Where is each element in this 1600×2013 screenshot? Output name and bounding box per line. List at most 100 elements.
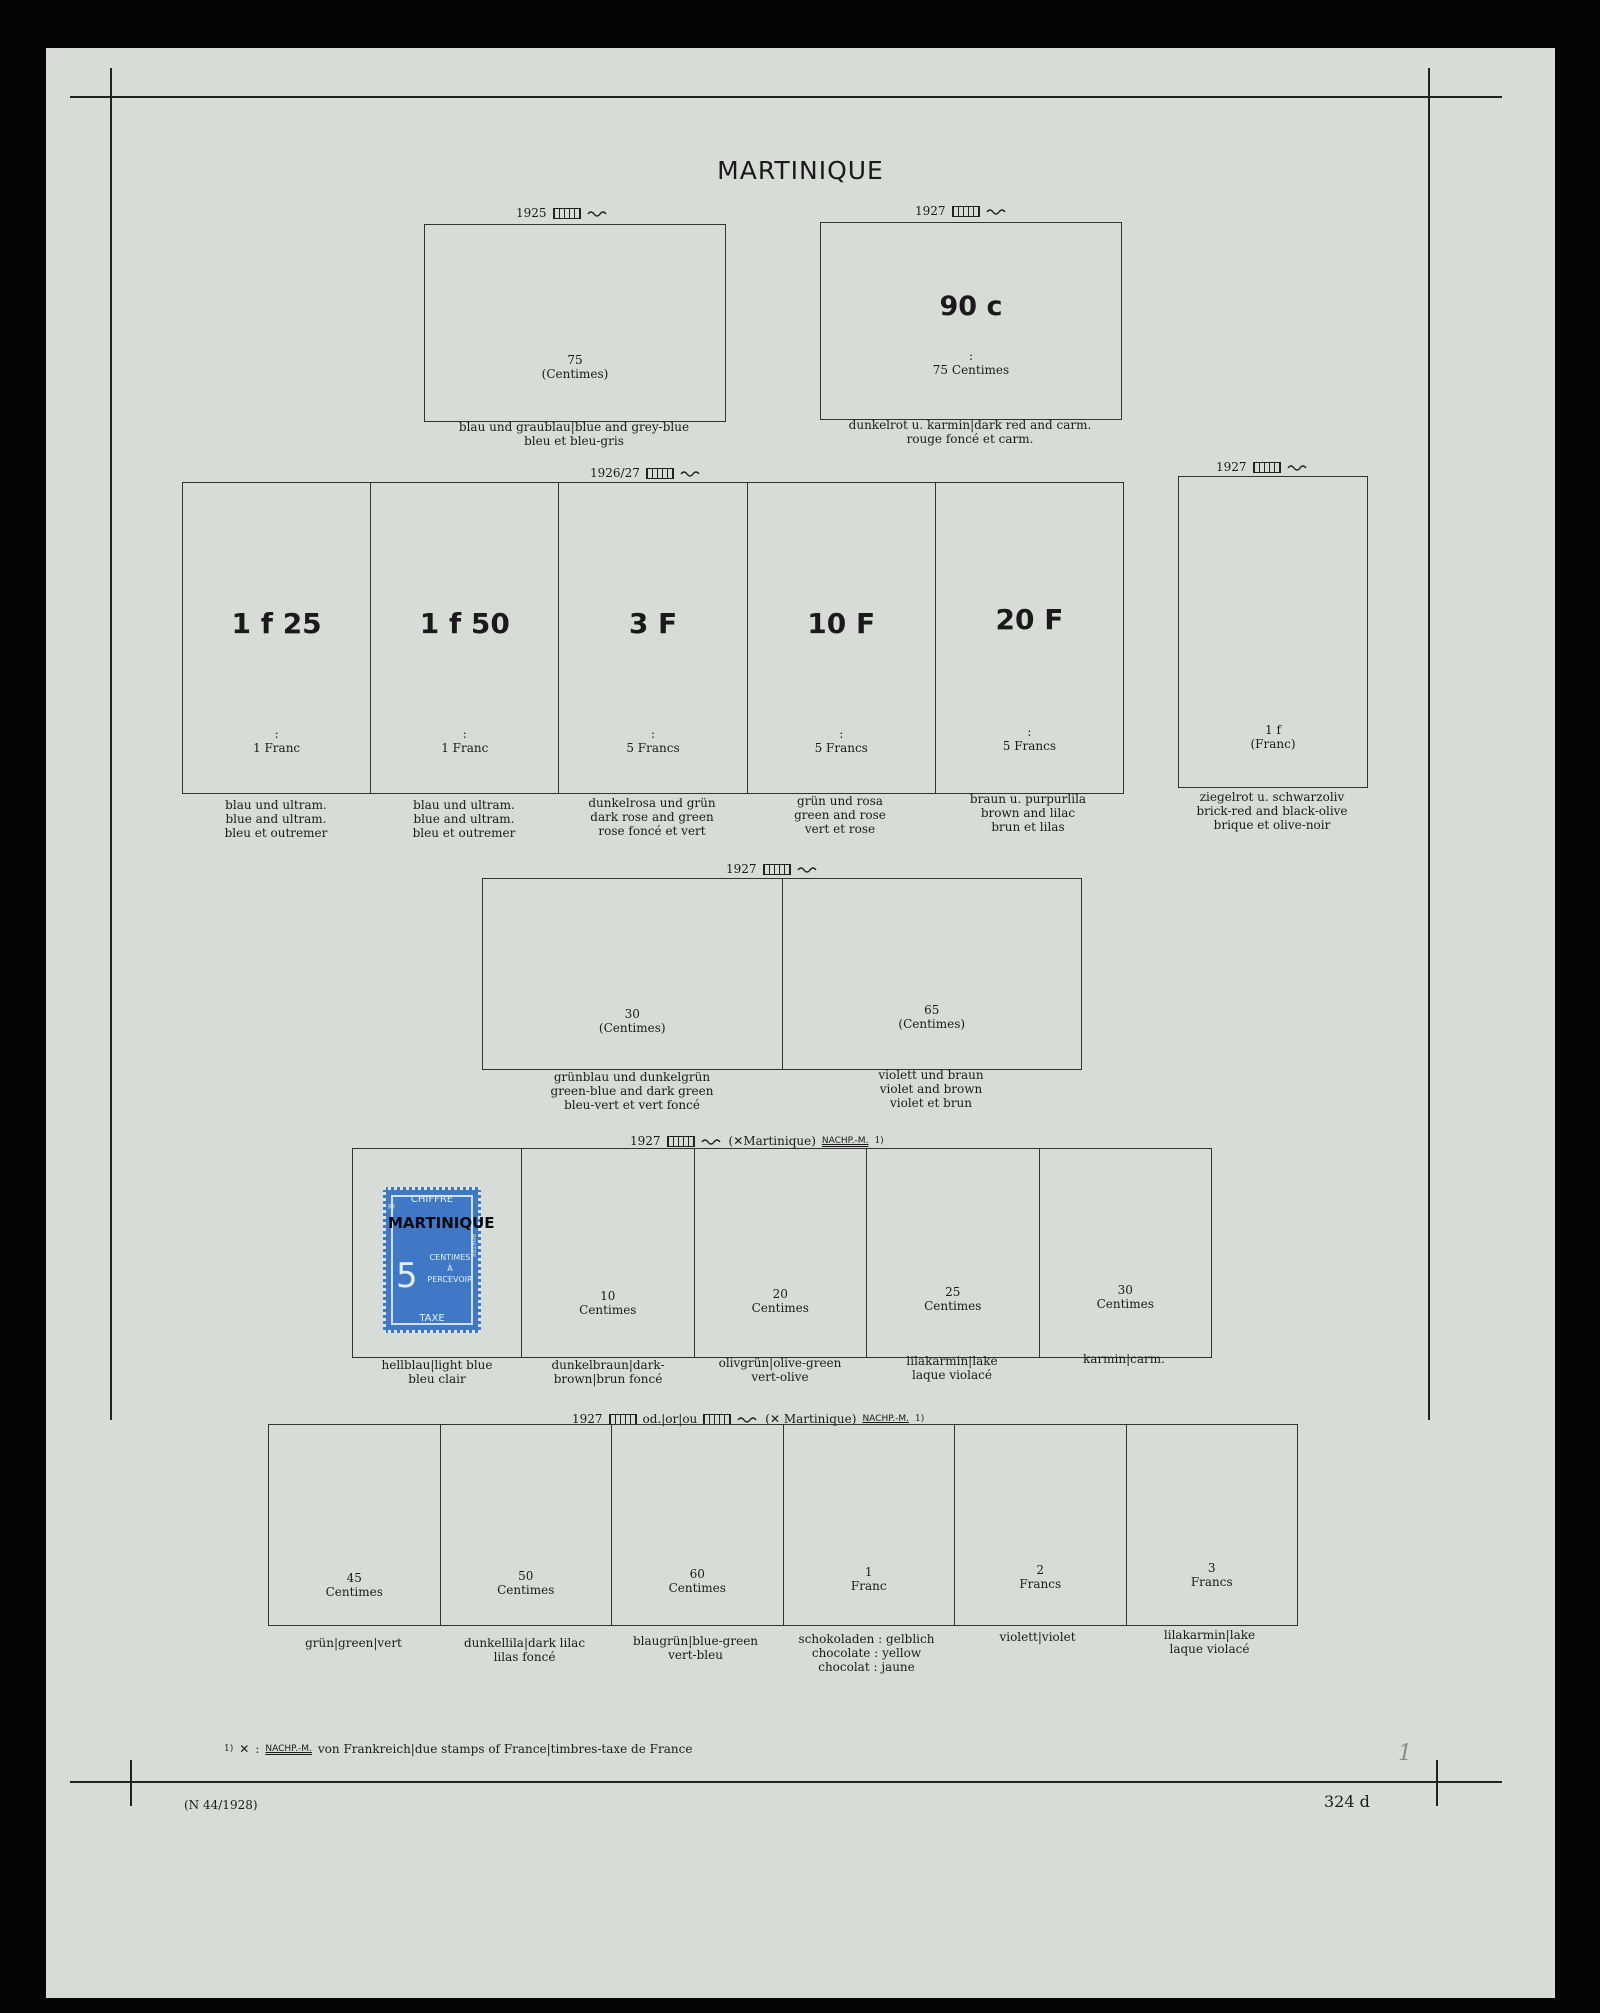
caption-row2-3: dunkelrosa und grün dark rose and green … <box>558 796 746 838</box>
value-bottom: (Centimes) <box>541 367 609 381</box>
stamp-cell[interactable]: 2 Francs <box>955 1425 1127 1625</box>
stamp-cell[interactable]: 45 Centimes <box>269 1425 441 1625</box>
caption-line: bleu et bleu-gris <box>524 434 624 448</box>
value-top: 45 <box>346 1571 362 1585</box>
stamp-cell-filled[interactable]: CHIFFRE MARTINIQUE 5 CENTIMES À PERCEVOI… <box>353 1149 523 1357</box>
caption-line: lilakarmin|lake <box>1163 1628 1256 1642</box>
overprint-note: (✕Martinique) <box>728 1134 816 1148</box>
value-bottom: Centimes <box>579 1303 637 1317</box>
stamp-cell[interactable]: 50 Centimes <box>441 1425 612 1625</box>
value-top: 60 <box>689 1567 705 1581</box>
footnote: 1) ✕ : NACHP.-M. von Frankreich|due stam… <box>224 1742 692 1756</box>
page-title: MARTINIQUE <box>717 156 884 185</box>
watermark-wave-icon <box>586 211 607 217</box>
caption-line: blaugrün|blue-green <box>632 1634 759 1648</box>
stamp-cell[interactable]: 75 (Centimes) <box>425 225 725 421</box>
caption-line: violet and brown <box>879 1082 983 1096</box>
colon: : <box>839 727 844 741</box>
surcharge: 90 c <box>939 291 1003 322</box>
stamp-cell[interactable]: 90 c : 75 Centimes <box>821 223 1121 419</box>
value-top: 65 <box>924 1003 940 1017</box>
stamp-cell[interactable]: 25 Centimes <box>867 1149 1040 1357</box>
stamp-bottom-text: TAXE <box>419 1313 445 1324</box>
caption-line: grünblau und dunkelgrün <box>553 1070 711 1084</box>
value-bottom: Centimes <box>325 1585 383 1599</box>
caption-line: violet et brun <box>889 1096 973 1110</box>
page-number: 324 d <box>1324 1792 1370 1811</box>
row2-side-header: 1927 <box>1216 460 1309 474</box>
stamp-text-line: PERCEVOIR <box>427 1275 473 1284</box>
value-bottom: Francs <box>1019 1577 1062 1591</box>
stamp-cell[interactable]: 3 Francs <box>1127 1425 1298 1625</box>
caption-line: vert-olive <box>751 1370 809 1384</box>
stamp-cell[interactable]: 1 f 50 : 1 Franc <box>371 483 560 793</box>
caption-1925: blau und graublau|blue and grey-blue ble… <box>424 420 724 448</box>
year-label: 1927 <box>726 862 757 876</box>
footnote-mark: 1) <box>914 1414 925 1424</box>
stamp-space-1925[interactable]: 75 (Centimes) <box>424 224 726 422</box>
value-top: 1 f <box>1265 723 1281 737</box>
caption-row4-1: hellblau|light blue bleu clair <box>352 1358 522 1386</box>
stamp-cell[interactable]: 1 f 25 : 1 Franc <box>183 483 372 793</box>
value-top: 20 <box>772 1287 788 1301</box>
top-rule <box>70 96 1502 98</box>
stamp-middle-text: CENTIMES À PERCEVOIR <box>424 1252 476 1285</box>
value-top: 30 <box>1117 1283 1133 1297</box>
caption-line: blau und graublau|blue and grey-blue <box>458 420 690 434</box>
stamp-cell[interactable]: 10 F : 5 Francs <box>748 483 936 793</box>
caption-line: bleu clair <box>408 1372 466 1386</box>
stamp-cell[interactable]: 65 (Centimes) <box>783 879 1082 1069</box>
stamp-cell[interactable]: 20 Centimes <box>695 1149 868 1357</box>
caption-line: dunkelrot u. karmin|dark red and carm. <box>848 418 1092 432</box>
stamp-space-1927-90c[interactable]: 90 c : 75 Centimes <box>820 222 1122 420</box>
footnote-mark: 1) <box>874 1136 884 1146</box>
value-bottom: Centimes <box>924 1299 982 1313</box>
stamp-cell[interactable]: 10 Centimes <box>522 1149 695 1357</box>
perforation-icon <box>666 1135 695 1147</box>
caption-line: blau und ultram. <box>413 798 515 812</box>
caption-row2-2: blau und ultram. blue and ultram. bleu e… <box>370 798 558 840</box>
stamp-cell[interactable]: 3 F : 5 Francs <box>559 483 748 793</box>
value-top: 75 <box>567 353 583 367</box>
value-top: 1 <box>864 1565 873 1579</box>
nachp-label: NACHP.-M. <box>821 1136 869 1146</box>
cross-symbol-icon: ✕ <box>239 1742 250 1756</box>
value-bottom: Centimes <box>668 1581 726 1595</box>
footer-left: (N 44/1928) <box>184 1798 258 1812</box>
value: 1 Franc <box>441 741 489 755</box>
bottom-rule <box>70 1781 1502 1783</box>
caption-line: blau und ultram. <box>225 798 327 812</box>
surcharge: 10 F <box>807 607 876 640</box>
stamp-top-text: CHIFFRE <box>410 1194 454 1205</box>
caption-line: dunkelbraun|dark- <box>551 1358 665 1372</box>
surcharge: 1 f 25 <box>231 607 322 640</box>
stamp-cell[interactable]: 30 (Centimes) <box>483 879 783 1069</box>
postage-due-stamp-image[interactable]: CHIFFRE MARTINIQUE 5 CENTIMES À PERCEVOI… <box>383 1187 495 1333</box>
watermark-wave-icon <box>1286 465 1307 471</box>
caption-line: chocolat : jaune <box>818 1660 915 1674</box>
footnote-text: von Frankreich|due stamps of France|timb… <box>317 1742 693 1756</box>
bottom-left-tick <box>130 1760 132 1806</box>
caption-row5-3: blaugrün|blue-green vert-bleu <box>610 1634 781 1662</box>
stamp-cell[interactable]: 60 Centimes <box>612 1425 784 1625</box>
row1-right-header: 1927 <box>915 204 1008 218</box>
caption-line: laque violacé <box>1169 1642 1250 1656</box>
year-label: 1927 <box>915 204 946 218</box>
stamp-cell[interactable]: 30 Centimes <box>1040 1149 1211 1357</box>
stamp-strip-1926-27: 1 f 25 : 1 Franc 1 f 50 : 1 Franc 3 F : … <box>182 482 1124 794</box>
caption-row3-2: violett und braun violet and brown viole… <box>782 1068 1080 1110</box>
year-label: 1927 <box>572 1412 603 1426</box>
stamp-space-1927-1f[interactable]: 1 f (Franc) <box>1178 476 1368 788</box>
stamp-cell[interactable]: 1 f (Franc) <box>1179 477 1367 787</box>
caption-row4-4: lilakarmin|lake laque violacé <box>866 1354 1038 1382</box>
stamp-cell[interactable]: 1 Franc <box>784 1425 955 1625</box>
stamp-side-left: RF <box>388 1204 396 1211</box>
stamp-frame <box>391 1195 473 1325</box>
stamp-cell[interactable]: 20 F : 5 Francs <box>936 483 1123 793</box>
watermark-wave-icon <box>680 471 700 477</box>
year-label: 1927 <box>630 1134 661 1148</box>
caption-row4-3: olivgrün|olive-green vert-olive <box>694 1356 866 1384</box>
perforation-alt-icon <box>703 1413 732 1425</box>
surcharge: 1 f 50 <box>419 607 510 640</box>
colon: : <box>1027 725 1032 739</box>
